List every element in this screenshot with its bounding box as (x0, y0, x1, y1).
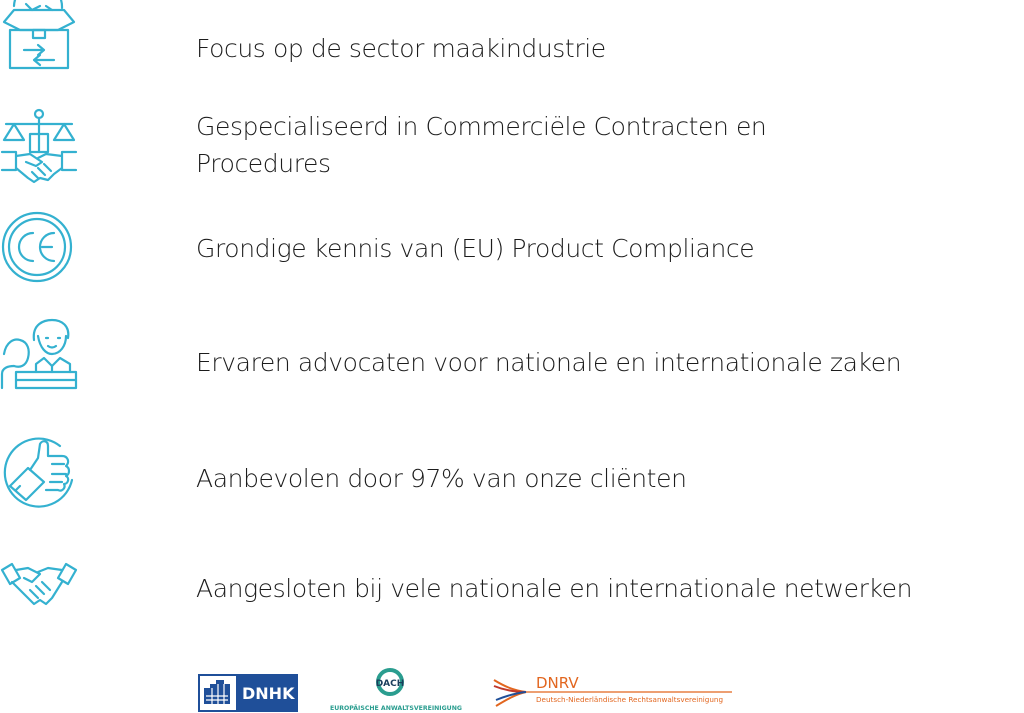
lawyer-client-icon (0, 316, 78, 390)
dach-logo-text: DACH (376, 679, 405, 689)
dnhk-logo[interactable]: DNHK (198, 674, 298, 712)
feature-text: Focus op de sector maakindustrie (196, 34, 606, 63)
feature-text: Aanbevolen door 97% van onze cliënten (196, 464, 687, 493)
dach-logo[interactable]: DACH EUROPÄISCHE ANWALTSVEREINIGUNG (328, 668, 464, 713)
feature-text: Grondige kennis van (EU) Product Complia… (196, 234, 755, 263)
dnrv-logo-text: DNRV (536, 674, 579, 692)
thumbs-up-icon (0, 434, 78, 512)
feature-text: Gespecialiseerd in Commerciële Contracte… (196, 112, 767, 178)
dnrv-logo-subtitle: Deutsch-Niederländische Rechtsanwaltsver… (536, 695, 723, 704)
handshake-icon (0, 560, 78, 612)
dach-logo-subtitle: EUROPÄISCHE ANWALTSVEREINIGUNG (330, 703, 462, 712)
feature-text: Aangesloten bij vele nationale en intern… (196, 574, 913, 603)
box-with-arrows-icon (0, 0, 78, 72)
feature-text: Ervaren advocaten voor nationale en inte… (196, 348, 902, 377)
ce-mark-icon (0, 208, 78, 286)
dnhk-logo-text: DNHK (242, 684, 295, 703)
dnrv-logo[interactable]: DNRV Deutsch-Niederländische Rechtsanwal… (492, 672, 736, 712)
partner-logos: DNHK DACH EUROPÄISCHE ANWALTSVEREINIGUNG… (0, 668, 1024, 713)
scales-handshake-icon (0, 108, 78, 186)
